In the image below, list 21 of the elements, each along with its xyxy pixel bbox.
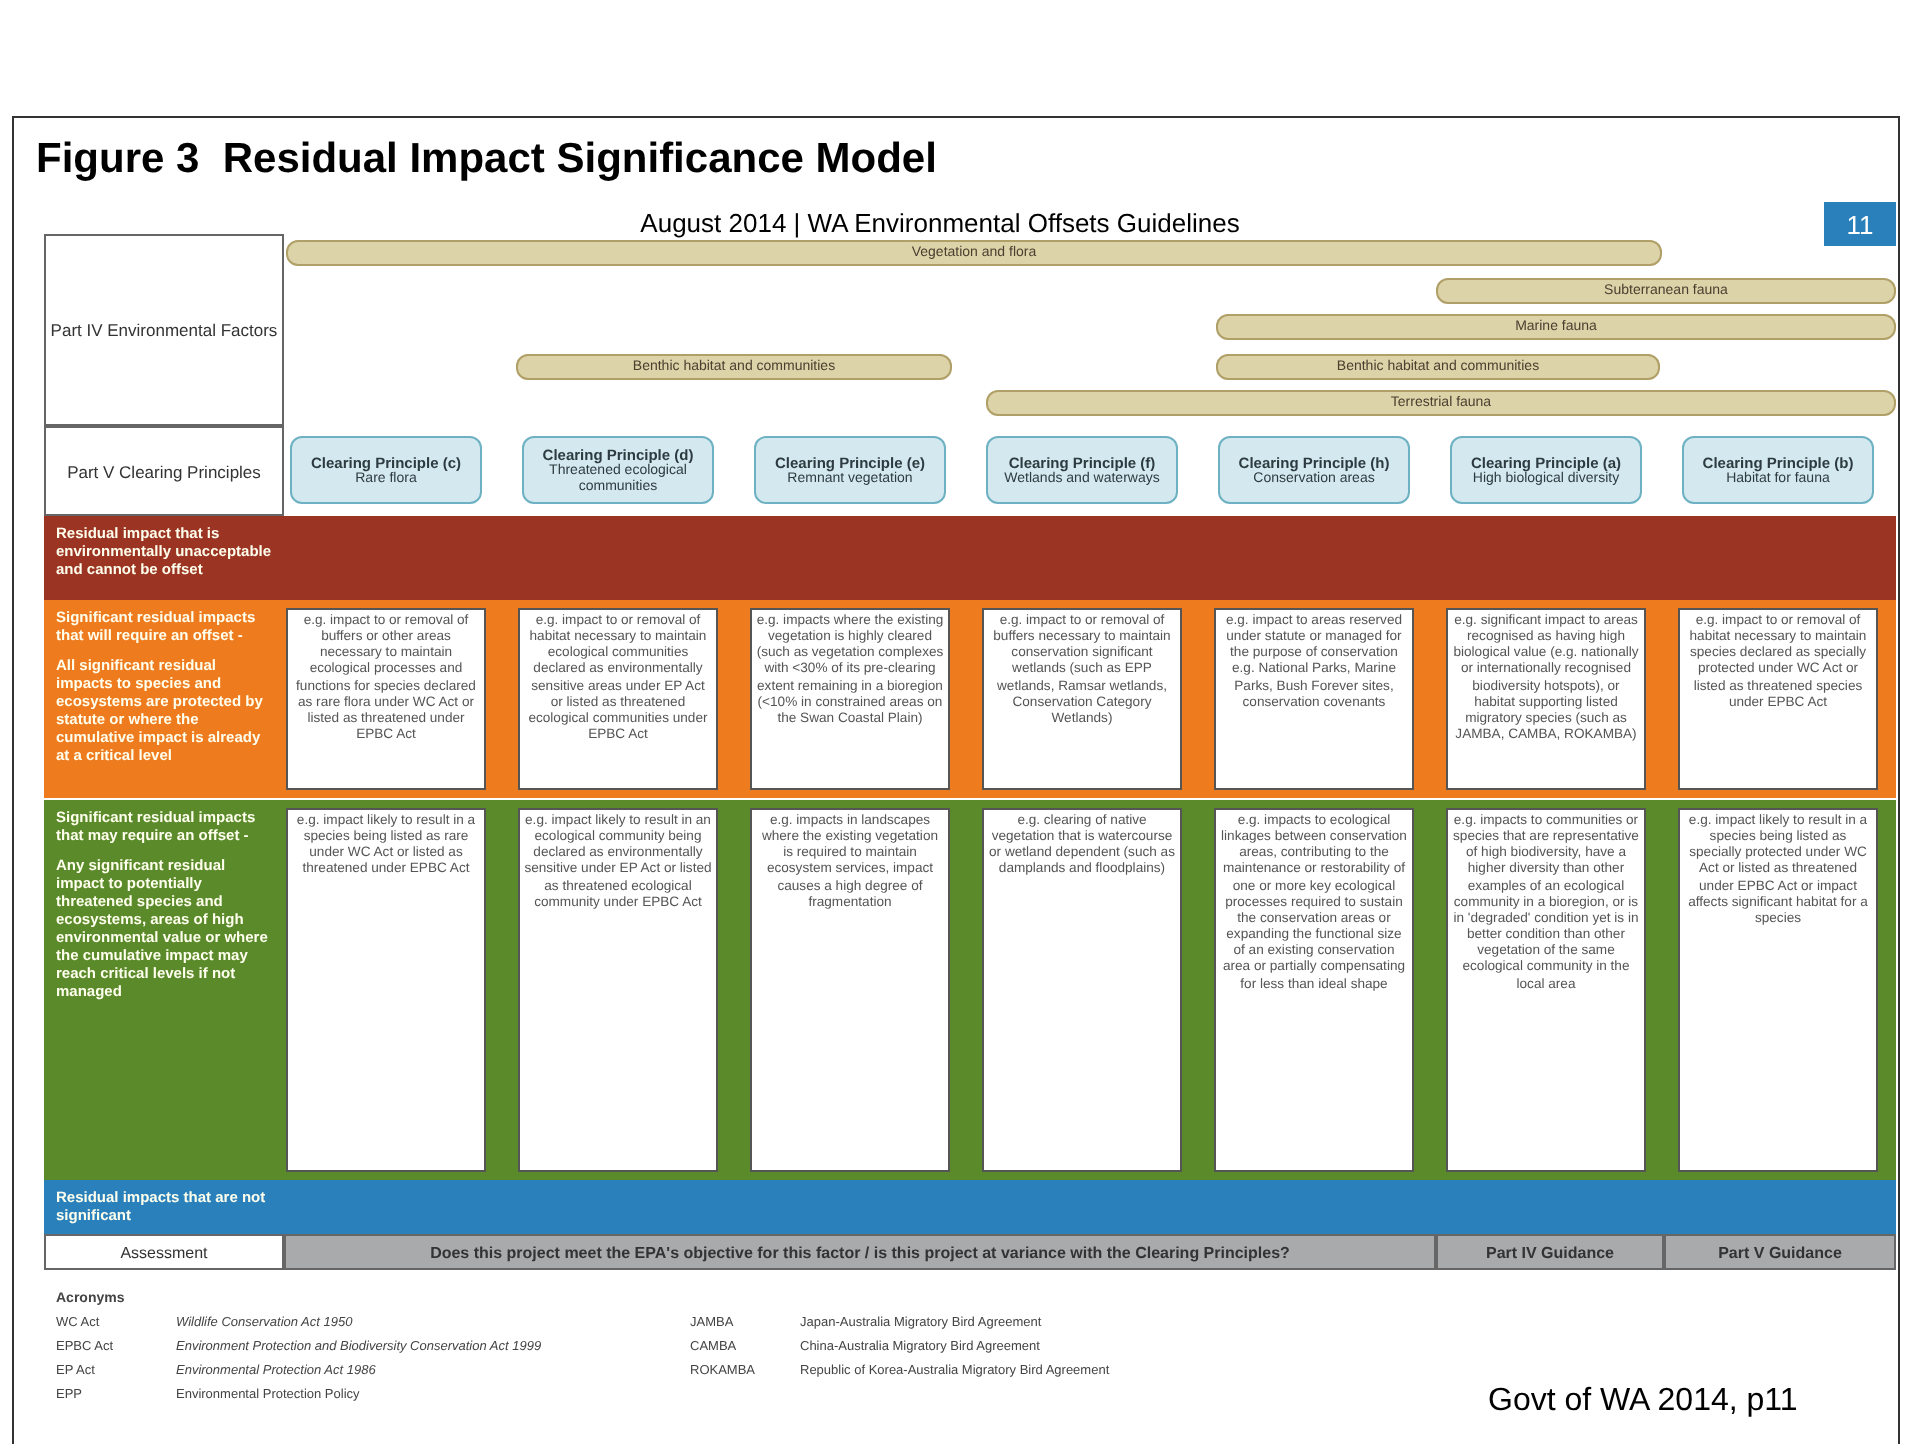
header-text: August 2014 | WA Environmental Offsets Guidelines xyxy=(638,208,1242,240)
clearing-principle-box xyxy=(522,436,714,504)
impact-band xyxy=(44,1180,1896,1234)
table-header-cell: Part V Clearing Principles xyxy=(44,426,284,516)
impact-band xyxy=(44,800,1896,1180)
guidance-cell: Part V Guidance xyxy=(1664,1234,1896,1270)
figure-title: Figure 3 Residual Impact Significance Model xyxy=(36,136,937,184)
assessment-question-cell: Does this project meet the EPA's objective for this factor / is this project at variance with the Clearing Principles? xyxy=(284,1234,1436,1270)
clearing-principle-box xyxy=(754,436,946,504)
impact-band xyxy=(44,600,1896,798)
table-header-cell: Part IV Environmental Factors xyxy=(44,234,284,426)
clearing-principle-box xyxy=(1218,436,1410,504)
source-caption: Govt of WA 2014, p11 xyxy=(1488,1384,1798,1420)
guidance-cell: Part IV Guidance xyxy=(1436,1234,1664,1270)
page-number: 11 xyxy=(1824,202,1896,246)
table-header-cell: Assessment xyxy=(44,1234,284,1270)
clearing-principle-box xyxy=(1450,436,1642,504)
impact-band xyxy=(44,516,1896,600)
clearing-principle-box xyxy=(986,436,1178,504)
clearing-principle-box xyxy=(1682,436,1874,504)
clearing-principle-box xyxy=(290,436,482,504)
